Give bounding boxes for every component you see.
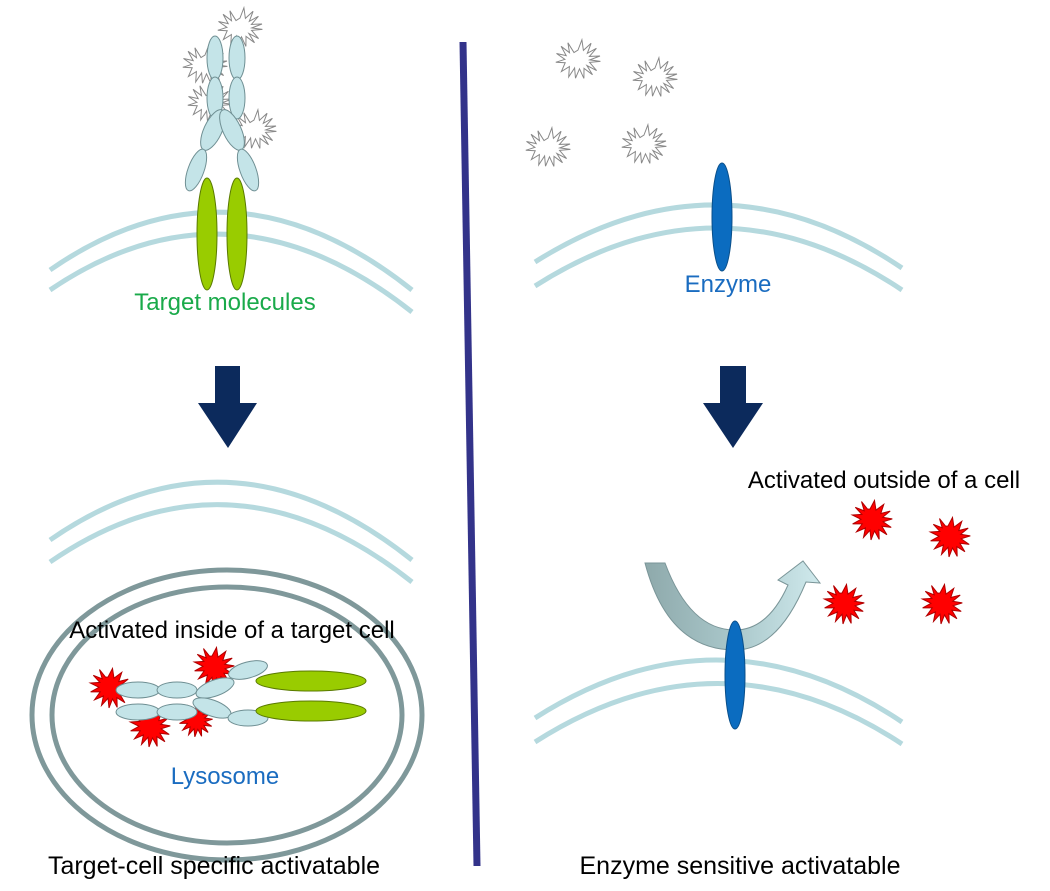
inactive-fluorophores-right: [525, 37, 678, 167]
antibody: [184, 35, 260, 192]
left-caption: Target-cell specific activatable: [48, 852, 380, 880]
activated-fluorophore: [928, 515, 971, 558]
activated-inside-label: Activated inside of a target cell: [69, 617, 395, 644]
target-molecule: [196, 177, 218, 291]
lysosome-label: Lysosome: [171, 763, 280, 790]
bottom-right-membrane: [533, 657, 904, 747]
enzyme-label: Enzyme: [685, 271, 772, 298]
antibody-segment: [206, 35, 224, 81]
antibody-fragment: [228, 660, 268, 680]
antibody-fragment: [156, 703, 198, 721]
antibody-segment: [236, 148, 260, 192]
target-molecule: [255, 700, 367, 722]
activated-outside-label: Activated outside of a cell: [748, 467, 1020, 494]
target-molecules: [196, 177, 248, 291]
antibody-segment: [228, 76, 246, 120]
inactive-fluorophore: [555, 37, 601, 79]
enzyme: [711, 162, 733, 272]
activated-fluorophore: [920, 582, 963, 625]
enzyme-active: [724, 620, 746, 730]
activated-fluorophore: [88, 666, 131, 709]
antibody-fragment: [156, 681, 198, 699]
right-panel: Enzyme Activated outside of a cell Enzym…: [525, 37, 1020, 880]
inactive-fluorophore: [231, 107, 277, 149]
activated-fluorophore: [822, 582, 865, 625]
antibody-fragment: [195, 677, 235, 699]
lysosome: [29, 567, 425, 863]
right-caption: Enzyme sensitive activatable: [580, 852, 901, 880]
antibody-segment: [228, 35, 246, 81]
left-panel: Target molecules Activated inside of a t…: [29, 5, 425, 880]
panel-divider: [459, 41, 481, 867]
inactive-fluorophore: [632, 55, 678, 97]
antibody-fragment: [115, 681, 161, 699]
inactive-fluorophore: [621, 122, 667, 164]
target-molecule: [255, 670, 367, 692]
antibody-fragment: [115, 703, 161, 721]
inactive-fluorophore: [525, 125, 571, 167]
curved-cleavage-arrow: [644, 560, 822, 651]
activated-fluorophores-right: [822, 498, 971, 625]
inactive-fluorophore: [217, 5, 263, 47]
target-molecules-label: Target molecules: [134, 289, 315, 316]
target-molecules-internalized: [255, 670, 367, 722]
bottom-left-membrane: [48, 479, 414, 584]
target-molecule: [226, 177, 248, 291]
right-down-arrow: [703, 366, 763, 448]
antibody-segment: [184, 148, 208, 192]
activated-fluorophore: [850, 498, 893, 541]
left-down-arrow: [198, 366, 257, 448]
antibody-fragments: [115, 660, 269, 727]
